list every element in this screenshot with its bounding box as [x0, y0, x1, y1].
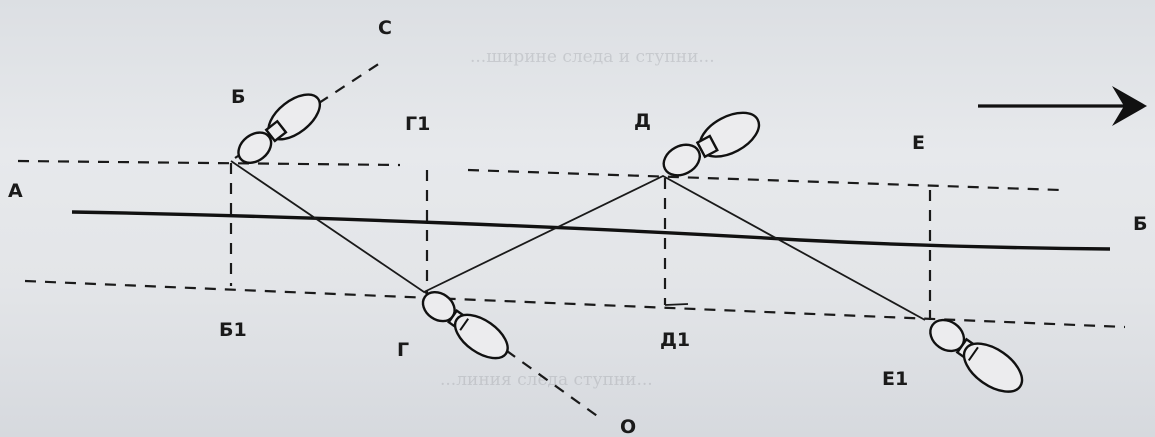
lower-dashed-line — [24, 279, 1126, 329]
footprint-d — [662, 111, 761, 177]
walking-line — [71, 210, 1111, 251]
foot-axis-g-o — [424, 291, 601, 419]
footprint-e1 — [929, 318, 1024, 393]
tick-d1 — [664, 303, 689, 306]
label-g: Г — [397, 339, 409, 361]
label-e: Е — [912, 132, 925, 154]
label-c: С — [378, 17, 392, 39]
label-a: А — [8, 180, 23, 202]
upper-dashed-line-left — [17, 159, 401, 167]
upper-dashed-line-right — [467, 168, 1061, 192]
label-g1: Г1 — [405, 113, 430, 135]
label-e1: Е1 — [882, 368, 908, 390]
label-b1: Б1 — [219, 319, 247, 341]
label-d1: Д1 — [660, 329, 690, 351]
label-b-end: Б — [1133, 213, 1147, 235]
footprint-g — [421, 291, 509, 360]
label-d: Д — [634, 110, 651, 132]
label-b: Б — [231, 86, 245, 108]
background-text-line-1: ...ширине следа и ступни... — [470, 47, 715, 67]
direction-arrow-head — [1112, 86, 1147, 126]
step-zigzag-line — [230, 160, 926, 321]
footprint-b — [237, 93, 321, 164]
label-o: О — [620, 416, 636, 437]
